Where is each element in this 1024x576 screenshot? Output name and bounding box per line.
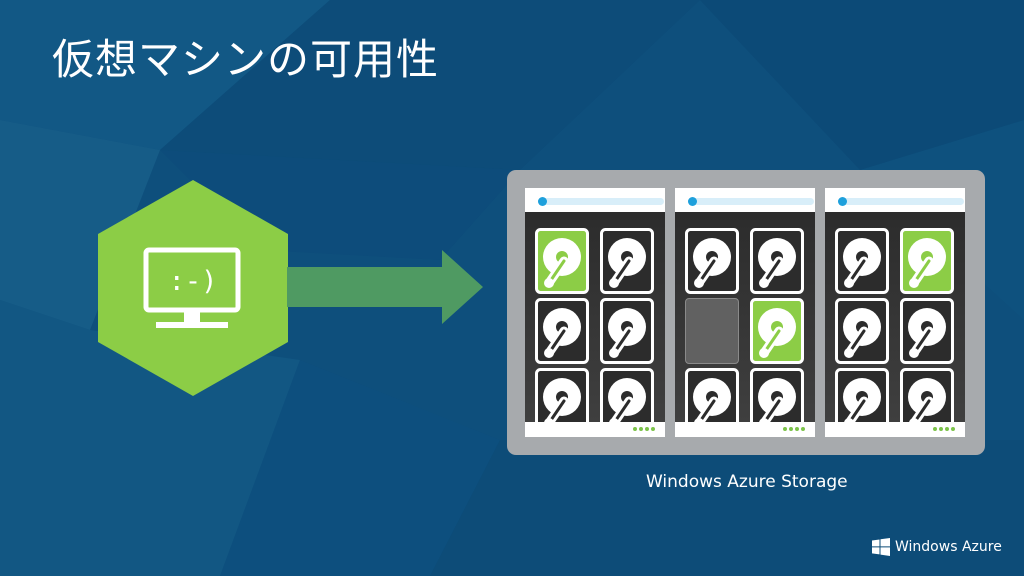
hard-drive-icon — [750, 298, 804, 364]
hard-drive-icon — [685, 368, 739, 422]
hard-drive-icon — [685, 228, 739, 294]
status-leds — [633, 427, 655, 431]
drive-bay — [825, 212, 965, 422]
server-indicator — [538, 197, 547, 206]
page-title: 仮想マシンの可用性 — [52, 35, 440, 84]
server-header — [525, 188, 665, 212]
hard-drive-icon — [750, 228, 804, 294]
flow-arrow — [287, 250, 483, 324]
brand-name: Windows Azure — [895, 539, 1002, 555]
virtual-machine-hexagon — [98, 180, 288, 396]
status-leds — [933, 427, 955, 431]
hard-drive-icon — [535, 298, 589, 364]
server-header — [675, 188, 815, 212]
hard-drive-icon — [835, 228, 889, 294]
hard-drive-icon — [535, 228, 589, 294]
storage-server — [675, 188, 815, 437]
server-footer — [675, 422, 815, 437]
windows-logo-icon — [872, 538, 890, 556]
hard-drive-icon — [750, 368, 804, 422]
storage-server — [525, 188, 665, 437]
server-footer — [525, 422, 665, 437]
empty-drive-slot — [685, 298, 739, 364]
hard-drive-icon — [600, 368, 654, 422]
brand: Windows Azure — [872, 538, 1002, 556]
hard-drive-icon — [900, 368, 954, 422]
storage-server — [825, 188, 965, 437]
hard-drive-icon — [835, 368, 889, 422]
status-leds — [783, 427, 805, 431]
hard-drive-icon — [600, 298, 654, 364]
hard-drive-icon — [900, 228, 954, 294]
drive-bay — [525, 212, 665, 422]
server-status-bar — [688, 198, 814, 205]
server-status-bar — [538, 198, 664, 205]
server-header — [825, 188, 965, 212]
storage-caption: Windows Azure Storage — [646, 472, 848, 492]
hard-drive-icon — [900, 298, 954, 364]
hard-drive-icon — [835, 298, 889, 364]
server-indicator — [838, 197, 847, 206]
server-status-bar — [838, 198, 964, 205]
monitor-screen-text: :-) — [168, 266, 218, 297]
hard-drive-icon — [535, 368, 589, 422]
server-footer — [825, 422, 965, 437]
hard-drive-icon — [600, 228, 654, 294]
drive-bay — [675, 212, 815, 422]
server-indicator — [688, 197, 697, 206]
